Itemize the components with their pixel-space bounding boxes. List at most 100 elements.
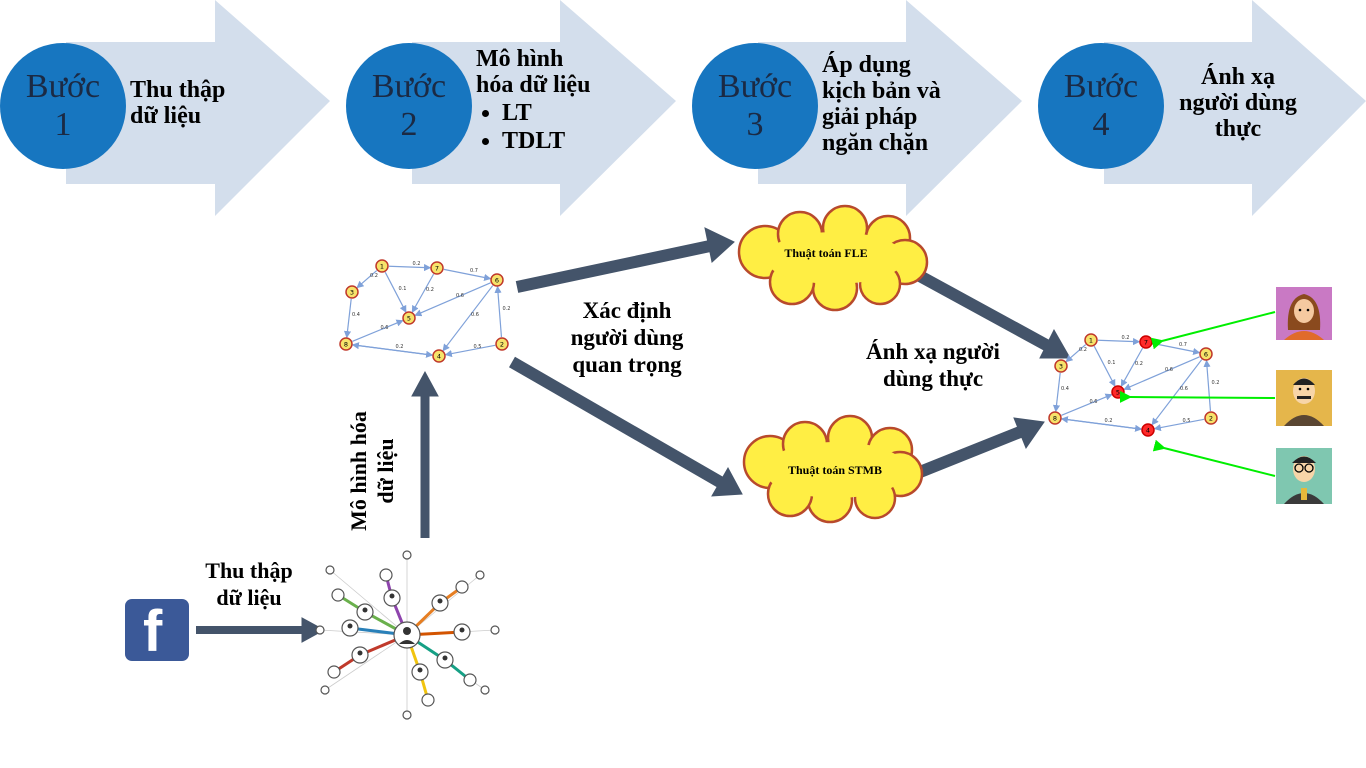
step-chevrons xyxy=(66,0,1366,216)
small-graph-edge xyxy=(343,298,352,339)
user-links xyxy=(1119,311,1276,477)
facebook-icon: f xyxy=(125,599,189,661)
large-graph-node xyxy=(1054,359,1068,373)
large-graph-edge-weight: 0.2 xyxy=(1212,380,1220,386)
small-graph-node xyxy=(495,337,509,351)
arrow-to-stmb xyxy=(509,356,723,488)
label-modeling: Mô hình hóa dữ liệu xyxy=(346,411,398,531)
small-graph-node-label: 7 xyxy=(435,264,439,272)
small-graph-edge-weight: 0.6 xyxy=(456,293,464,299)
small-graph-node-label: 6 xyxy=(495,276,499,284)
label-map: Ánh xạ người dùng thực xyxy=(866,339,1000,391)
large-graph-edge-weight: 0.6 xyxy=(1090,399,1098,405)
small-graph-node xyxy=(345,285,359,299)
large-graph-node-label: 1 xyxy=(1089,336,1093,344)
small-graph-edge xyxy=(443,268,492,281)
large-graph-edge-weight: 0.2 xyxy=(1122,335,1130,341)
cloud-stmb-label: Thuật toán STMB xyxy=(787,463,883,477)
small-graph-edge xyxy=(411,273,435,313)
small-graph-node-label: 1 xyxy=(380,262,384,270)
large-graph-node-label: 8 xyxy=(1053,414,1057,422)
large-graph-node-label: 3 xyxy=(1059,362,1063,370)
step-1-circle xyxy=(0,43,126,169)
small-graph-edge xyxy=(384,271,407,313)
step-circles xyxy=(0,43,1164,169)
cloud-stmb xyxy=(742,414,924,524)
large-graph-edge xyxy=(1065,344,1087,363)
small-graph-edge xyxy=(356,270,378,289)
large-graph-edge xyxy=(1061,393,1113,416)
large-graph-edge-weight: 0.1 xyxy=(1108,360,1116,366)
step-3-chevron xyxy=(758,0,1022,216)
large-graph-node-label: 5 xyxy=(1116,388,1120,396)
small-graph-edge-weight: 0.2 xyxy=(370,273,378,279)
small-graph-node-label: 8 xyxy=(344,340,348,348)
small-graph-edge xyxy=(444,344,496,358)
large-graph-edge-weight: 0.5 xyxy=(1183,418,1191,424)
small-graph-edge xyxy=(414,282,491,317)
small-graph-edge-weight: 0.2 xyxy=(396,344,404,350)
small-graph-node xyxy=(375,259,389,273)
large-graph-edge xyxy=(1120,347,1144,387)
step-2-circle xyxy=(346,43,472,169)
large-graph-edge xyxy=(1060,416,1142,430)
large-graph-node xyxy=(1204,411,1218,425)
large-graph-edge-weight: 0.2 xyxy=(1135,361,1143,367)
small-graph-edge xyxy=(388,263,432,272)
large-graph-edge-weight: 0.2 xyxy=(1079,347,1087,353)
step-4-chevron xyxy=(1104,0,1366,216)
large-graph-edge-weight: 0.7 xyxy=(1179,342,1187,348)
small-graph-edge-weight: 0.4 xyxy=(352,312,360,318)
small-graph-node xyxy=(490,273,504,287)
large-graph-edge-weight: 0.2 xyxy=(1105,418,1113,424)
small-graph-edge-weight: 0.2 xyxy=(426,287,434,293)
large-graph-node xyxy=(1141,423,1155,437)
small-graph-node-label: 3 xyxy=(350,288,354,296)
small-graph-edge xyxy=(494,285,503,338)
small-graph-edge-weight: 0.2 xyxy=(413,261,421,267)
user-man-glasses-icon xyxy=(1276,448,1332,504)
large-graph-edge xyxy=(1052,372,1061,413)
small-graph-node xyxy=(339,337,353,351)
small-graph-edge-weight: 0.7 xyxy=(470,268,478,274)
small-graph-edge-weight: 0.1 xyxy=(399,286,407,292)
arrow-to-fle xyxy=(515,240,712,293)
large-graph-node xyxy=(1048,411,1062,425)
step-1-chevron xyxy=(66,0,330,216)
user-woman-icon xyxy=(1276,287,1332,340)
large-graph-node xyxy=(1084,333,1098,347)
cloud-fle xyxy=(737,204,929,312)
large-graph-edge xyxy=(1151,359,1203,426)
large-graph-node xyxy=(1199,347,1213,361)
cloud-fle-label: Thuật toán FLE xyxy=(784,246,868,260)
large-graph-edge xyxy=(1152,342,1201,355)
large-graph-edge-weight: 0.6 xyxy=(1180,386,1188,392)
small-graph-edge-weight: 0.6 xyxy=(471,312,479,318)
small-graph-edge xyxy=(442,285,494,352)
large-graph-edge xyxy=(1093,345,1116,387)
label-collect: Thu thập dữ liệu xyxy=(205,558,293,610)
large-graph-node-label: 7 xyxy=(1144,338,1148,346)
bullet-tdlt: TDLT xyxy=(502,128,590,154)
social-network-icon xyxy=(315,550,500,720)
large-graph-edge-weight: 0.4 xyxy=(1061,386,1069,392)
large-graph-edge xyxy=(1203,359,1212,412)
large-graph-edge xyxy=(1123,356,1200,391)
small-graph-node xyxy=(430,261,444,275)
large-graph-edge xyxy=(1153,418,1205,432)
small-graph-node-label: 4 xyxy=(437,352,441,360)
small-graph-node xyxy=(432,349,446,363)
large-graph-edge-weight: 0.6 xyxy=(1165,367,1173,373)
step-3-circle xyxy=(692,43,818,169)
arrow-fle-to-graph xyxy=(915,269,1051,352)
label-identify: Xác định người dùng quan trọng xyxy=(570,298,684,377)
